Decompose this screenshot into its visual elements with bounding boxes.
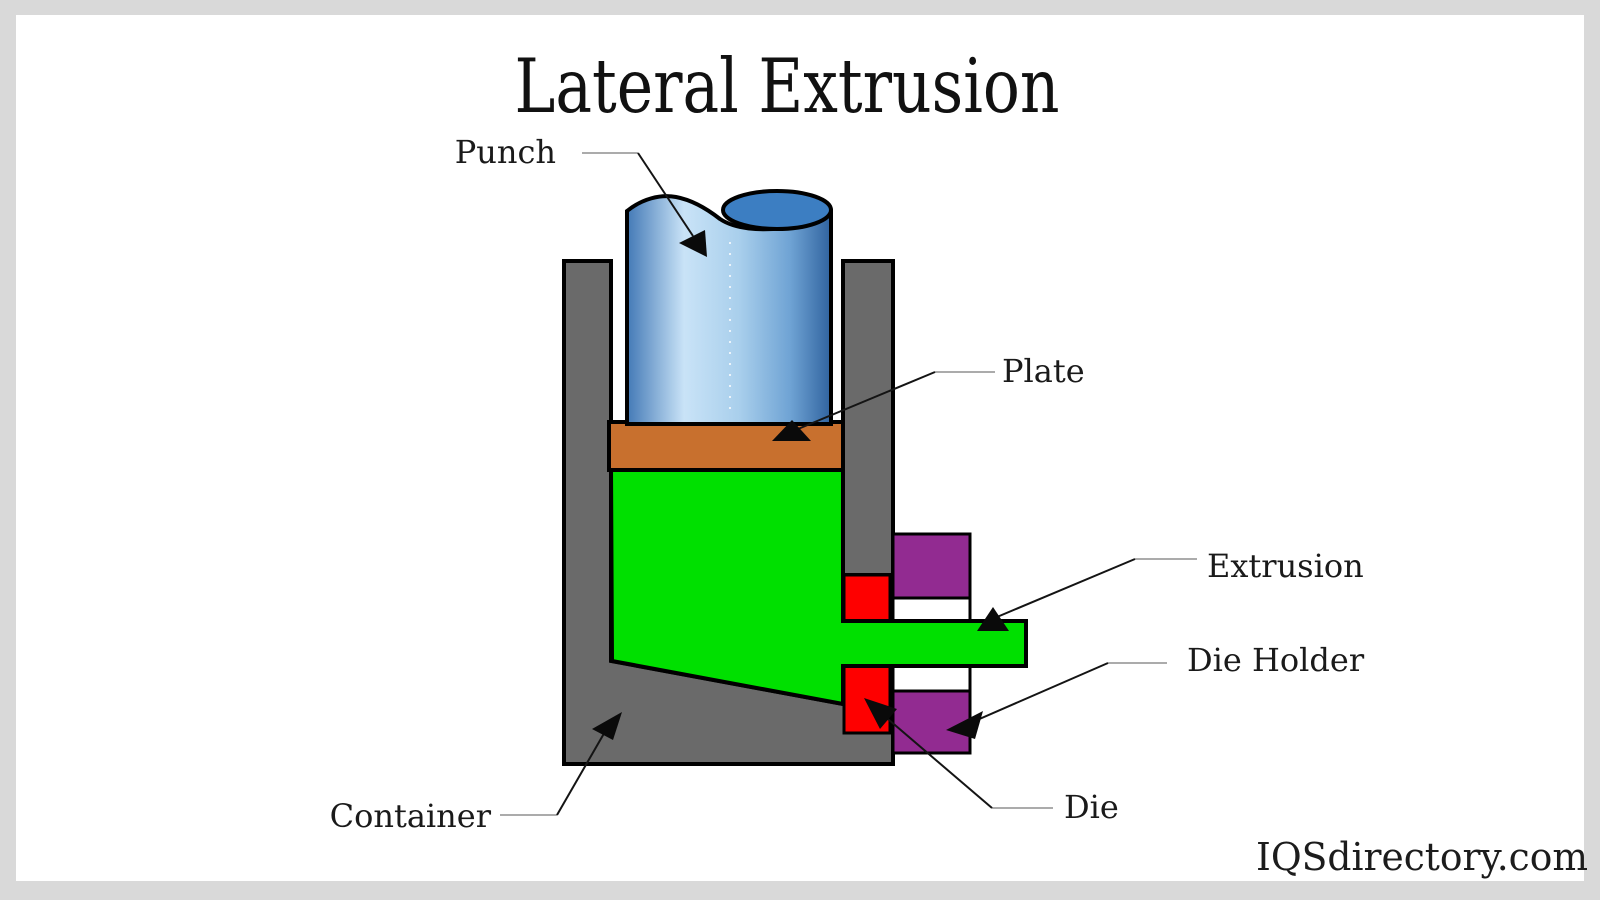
label-punch-group: Punch: [455, 133, 707, 257]
die-block-top: [842, 573, 892, 623]
punch-top-face: [721, 189, 833, 231]
die-leader-diagonal: [881, 713, 993, 809]
punch-leader-diagonal: [637, 152, 694, 237]
page-title: Lateral Extrusion: [515, 42, 1060, 130]
punch-arrow-icon: [679, 230, 707, 257]
die-holder-bottom: [891, 689, 972, 755]
plate-leader-diagonal: [797, 371, 936, 430]
die-channel-top: [891, 596, 972, 623]
container-right-wall: [841, 259, 895, 577]
label-die-holder-group: Die Holder: [946, 641, 1365, 739]
die-holder-arrow-icon: [946, 711, 983, 739]
die-channel-bottom: [891, 664, 972, 693]
die-holder-label: Die Holder: [1187, 641, 1365, 679]
extrusion-arrow-icon: [977, 607, 1009, 631]
watermark-text: IQSdirectory.com: [1256, 835, 1588, 879]
punch-body: [625, 194, 833, 426]
die-holder-top: [891, 532, 972, 600]
label-container-group: Container: [330, 712, 622, 835]
extrusion-leader-diagonal: [996, 558, 1136, 618]
plate-shape: [607, 420, 845, 472]
label-plate-group: Plate: [772, 352, 1085, 441]
label-extrusion-group: Extrusion: [977, 547, 1364, 631]
plate-label: Plate: [1002, 352, 1085, 390]
container-leader-diagonal: [556, 729, 607, 816]
plate-arrow-icon: [772, 420, 811, 441]
punch-label: Punch: [455, 133, 556, 171]
die-holder-leader-diagonal: [967, 662, 1109, 725]
extrusion-label: Extrusion: [1207, 547, 1364, 585]
die-label: Die: [1064, 788, 1119, 826]
billet-and-extrusion: [608, 466, 1028, 707]
container-label: Container: [330, 797, 492, 835]
label-die-group: Die: [864, 698, 1119, 826]
container-arrow-icon: [592, 712, 622, 740]
die-arrow-icon: [864, 698, 897, 729]
